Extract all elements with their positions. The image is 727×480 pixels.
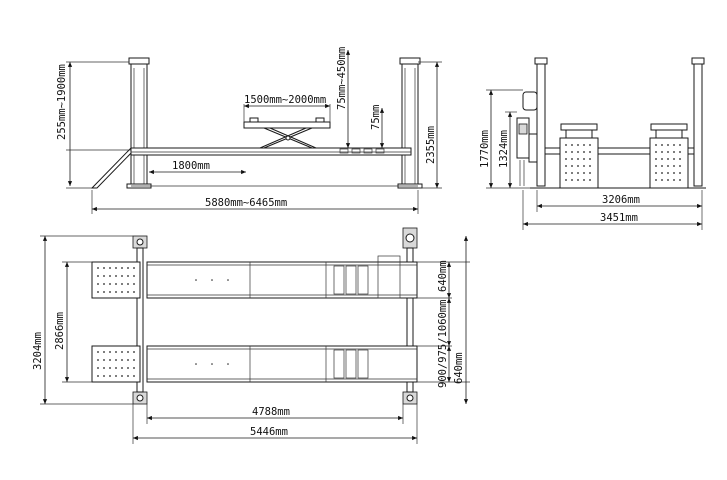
dim-top-runway-width-bottom: 640mm [453,352,465,384]
front-power-unit [516,91,538,186]
dim-front-total-height: 1770mm [479,130,491,168]
dim-top-platform-span: 2866mm [54,312,66,350]
dim-ramp-length: 1800mm [172,160,210,172]
side-dimensions: 255mm~1900mm 1500mm~2000mm 75mm~450mm 75… [56,47,442,214]
front-left-runway [559,123,599,189]
top-runway-upper [91,255,418,299]
top-runway-lower [91,345,418,383]
dim-top-runway-width-top: 640mm [437,260,449,292]
front-left-column [536,61,546,187]
dim-front-inner-width: 3206mm [602,194,640,206]
dim-front-overall-width: 3451mm [600,212,638,224]
dim-front-inner-height: 1324mm [498,130,510,168]
side-scissor-jack [243,117,331,149]
dim-top-gap-range: 900/975/1060mm [437,299,449,388]
front-cross-beam [544,147,695,155]
dim-top-overall-length: 5446mm [250,426,288,438]
front-right-column [693,61,703,187]
side-view [90,57,423,189]
top-view [91,227,418,405]
front-right-runway [649,123,689,189]
front-dimensions: 1770mm 1324mm 3206mm 3451mm [479,89,703,230]
dim-column-height: 2355mm [425,126,437,164]
front-view [516,57,706,189]
dim-top-inner-length: 4788mm [252,406,290,418]
dim-jack-range: 75mm~450mm [336,47,348,110]
side-ramp [90,147,138,189]
top-ramp-grips [97,267,135,377]
side-right-column [401,61,419,187]
dim-overall-length: 5880mm~6465mm [205,197,287,209]
dim-lift-range: 255mm~1900mm [56,64,68,140]
top-dimensions: 3204mm 2866mm 640mm 900/975/1060mm 640mm… [32,235,470,444]
dim-jack-min: 75mm [370,105,382,130]
side-left-column [130,61,148,187]
dim-deck-travel: 1500mm~2000mm [244,94,326,106]
dim-top-overall-width: 3204mm [32,332,44,370]
side-runway [130,147,412,156]
